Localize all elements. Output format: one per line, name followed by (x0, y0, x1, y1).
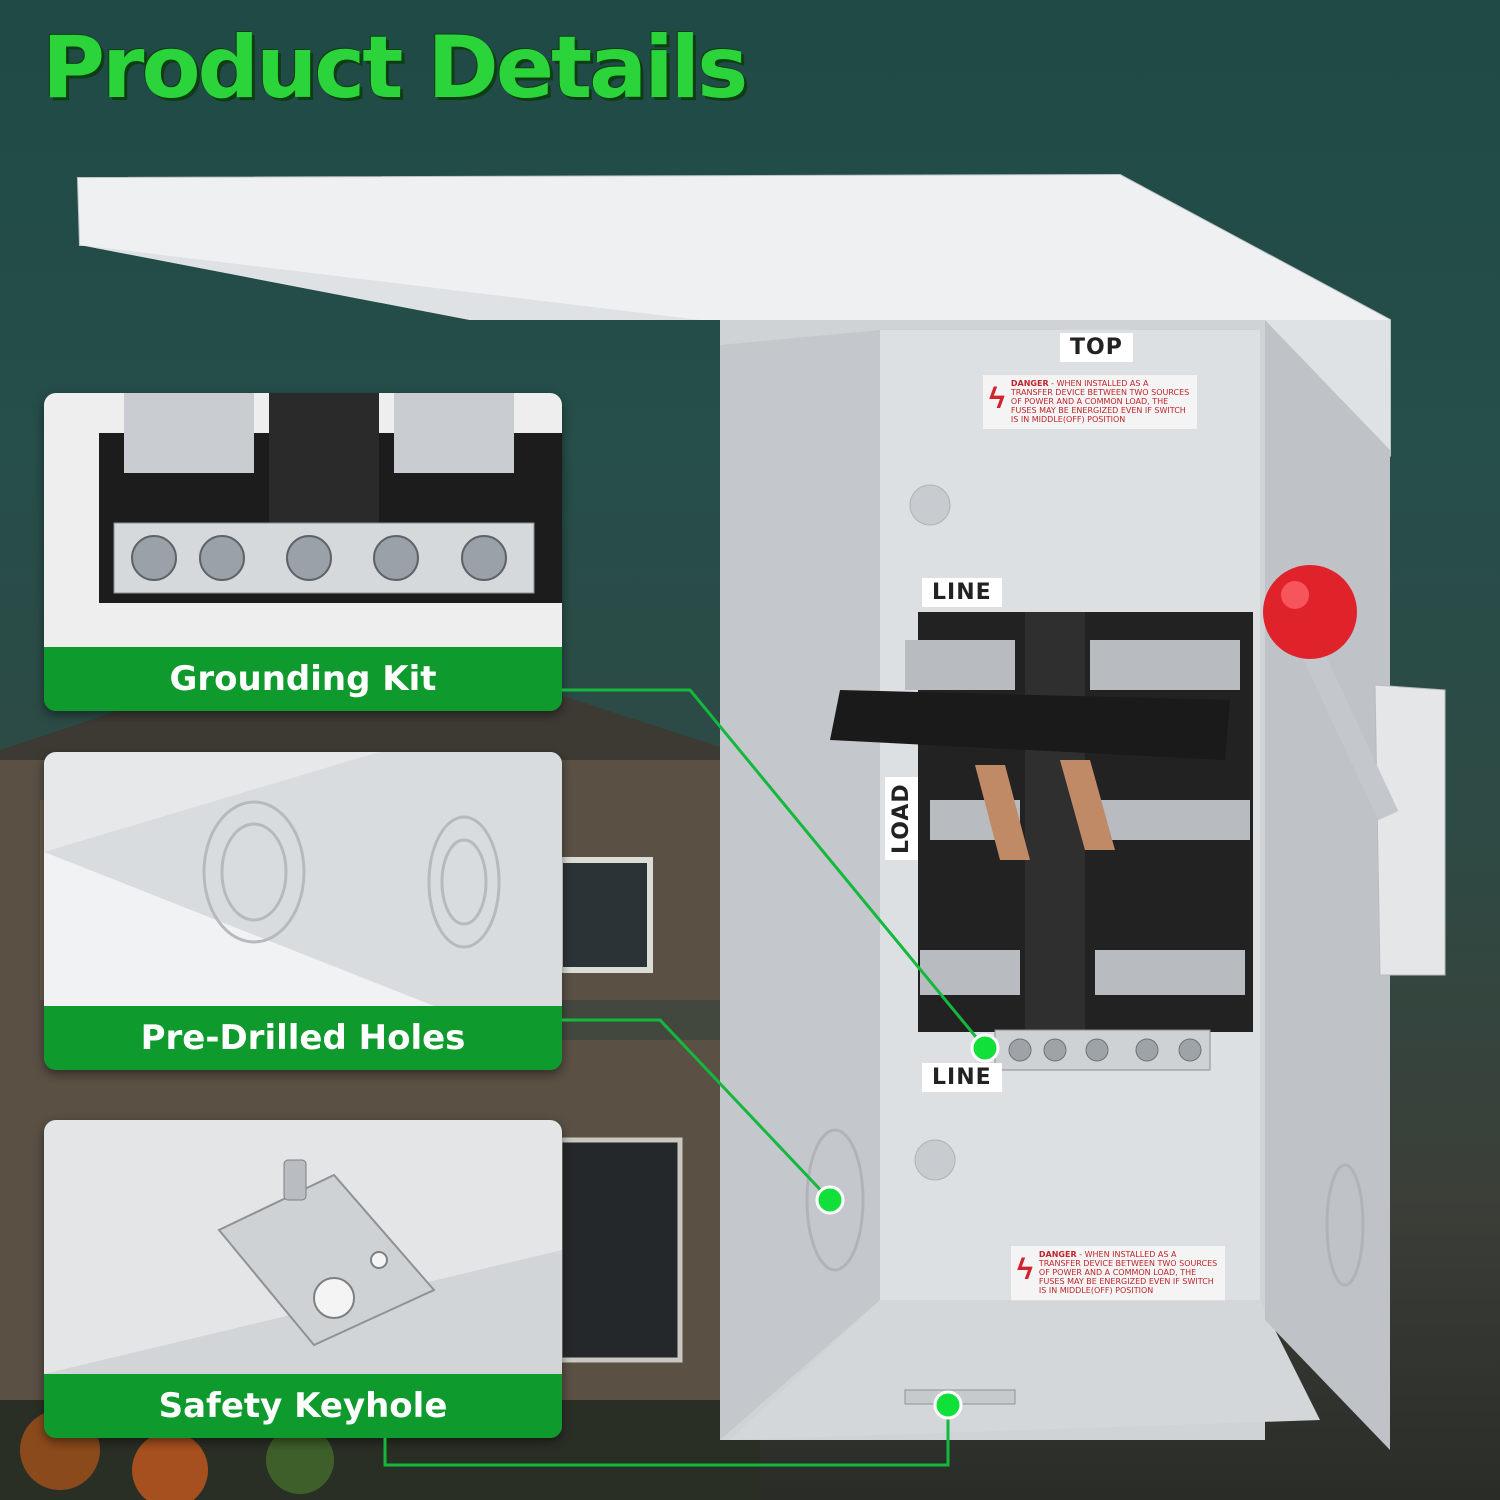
pre-drilled-holes-photo (44, 752, 562, 1006)
lightning-icon: ϟ (989, 382, 1005, 415)
feature-panel-pre-drilled-holes: Pre-Drilled Holes (44, 752, 562, 1070)
safety-keyhole-photo (44, 1120, 562, 1374)
feature-label-bar: Grounding Kit (44, 647, 562, 711)
feature-panel-grounding-kit: Grounding Kit (44, 393, 562, 711)
lightning-icon: ϟ (1017, 1253, 1033, 1286)
top-label: TOP (1060, 333, 1133, 362)
feature-panel-safety-keyhole: Safety Keyhole (44, 1120, 562, 1438)
line-upper-label: LINE (922, 578, 1002, 607)
load-label: LOAD (885, 777, 918, 860)
grounding-kit-photo (44, 393, 562, 647)
feature-label-bar: Safety Keyhole (44, 1374, 562, 1438)
page-title: Product Details (42, 18, 748, 118)
feature-label: Grounding Kit (169, 659, 437, 699)
line-lower-label: LINE (922, 1063, 1002, 1092)
feature-label: Safety Keyhole (158, 1386, 448, 1426)
feature-label-bar: Pre-Drilled Holes (44, 1006, 562, 1070)
feature-label: Pre-Drilled Holes (140, 1018, 466, 1058)
danger-warning-label-bottom: ϟ DANGER - WHEN INSTALLED AS A TRANSFER … (1010, 1245, 1226, 1301)
danger-warning-label-top: ϟ DANGER - WHEN INSTALLED AS A TRANSFER … (982, 374, 1198, 430)
